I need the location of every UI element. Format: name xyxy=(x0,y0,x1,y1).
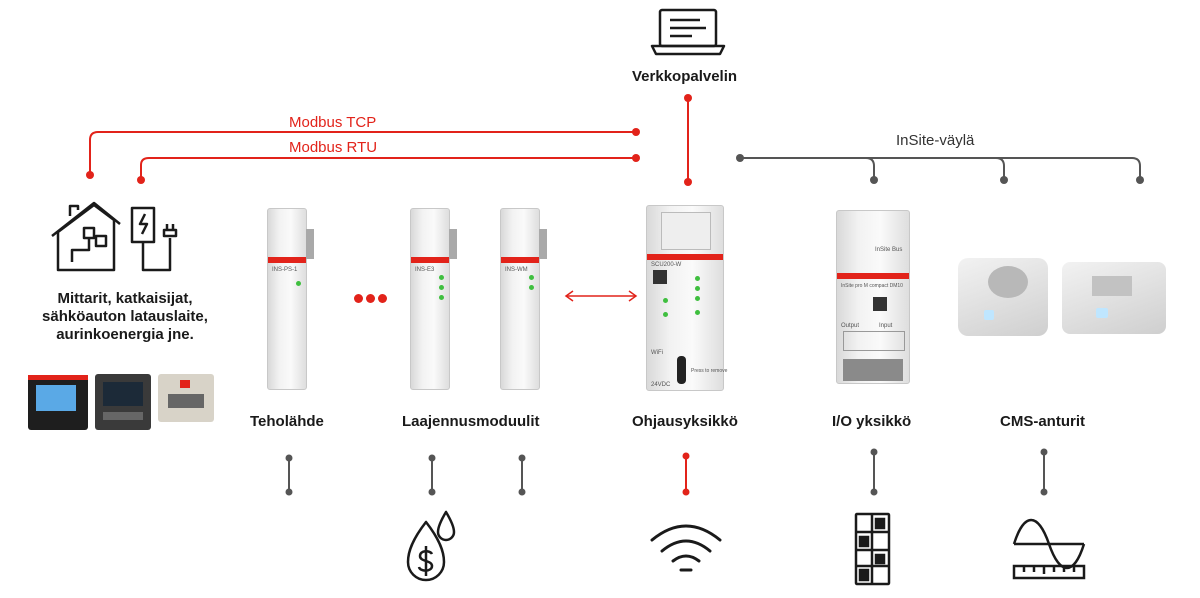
modbus-rtu-line xyxy=(140,157,636,180)
io-unit-label: I/O yksikkö xyxy=(832,413,912,430)
energy-meter-2 xyxy=(95,374,151,430)
sources-line-2: sähköauton latauslaite, xyxy=(42,308,208,325)
server-label: Verkkopalvelin xyxy=(632,68,738,85)
scu-wifi-label: WiFi xyxy=(651,350,663,356)
expansion-control-arrow xyxy=(564,290,638,302)
insite-bus-label: InSite-väylä xyxy=(896,132,975,149)
cms-sensor-2 xyxy=(1062,262,1166,334)
control-unit-label: Ohjausyksikkö xyxy=(632,413,738,430)
io-insite-bus-label: InSite Bus xyxy=(875,247,903,253)
server-link xyxy=(684,94,692,186)
laptop-icon xyxy=(650,8,726,56)
io-input-label: Input xyxy=(879,323,893,329)
cms-label: CMS-anturit xyxy=(1000,413,1085,430)
energy-meter-1 xyxy=(28,375,88,430)
insite-bus-line xyxy=(740,157,1141,180)
e3-model: INS-E3 xyxy=(415,267,435,273)
expansion-module-e3: INS-E3 xyxy=(410,208,457,390)
modbus-rtu-label: Modbus RTU xyxy=(289,139,378,156)
modbus-rtu-dot-right xyxy=(632,154,640,162)
power-supply-label: Teholähde xyxy=(250,413,324,430)
smart-home-icon xyxy=(51,201,121,272)
io-unit-module: InSite Bus InSite pro M compact DM10 Out… xyxy=(836,210,910,384)
cms-sensor-1 xyxy=(958,258,1048,336)
io-model: InSite pro M compact DM10 xyxy=(841,283,903,289)
control-unit-module: SCU200-W WiFi Press to remove 24VDC xyxy=(646,205,728,391)
water-cost-icon xyxy=(406,510,456,582)
sources-line-3: aurinkoenergia jne. xyxy=(56,326,194,343)
modbus-tcp-label: Modbus TCP xyxy=(289,114,377,131)
modbus-tcp-dot-right xyxy=(632,128,640,136)
io-output-label: Output xyxy=(841,323,860,329)
expansion-module-wm: INS-WM xyxy=(500,208,547,390)
io-panel-icon xyxy=(854,512,891,586)
sources-line-1: Mittarit, katkaisijat, xyxy=(57,290,193,307)
scu-press-label: Press to remove xyxy=(691,368,728,374)
scu-voltage: 24VDC xyxy=(651,382,671,388)
scu-model: SCU200-W xyxy=(651,262,682,268)
circuit-breaker xyxy=(158,374,214,422)
wifi-icon xyxy=(650,524,722,572)
sources-label: Mittarit, katkaisijat, sähköauton lataus… xyxy=(20,290,230,344)
ev-charger-icon xyxy=(130,206,178,272)
modbus-rtu-dot-left xyxy=(137,176,145,184)
lower-connectors xyxy=(285,448,1048,496)
wm-model: INS-WM xyxy=(505,267,528,273)
expansion-label: Laajennusmoduulit xyxy=(402,413,540,430)
sine-wave-icon xyxy=(1012,518,1086,580)
modbus-tcp-line xyxy=(89,131,636,175)
ps-model: INS-PS-1 xyxy=(272,267,298,273)
modbus-tcp-dot-left xyxy=(86,171,94,179)
more-modules-dots xyxy=(354,290,390,308)
power-supply-module: INS-PS-1 xyxy=(267,208,314,390)
